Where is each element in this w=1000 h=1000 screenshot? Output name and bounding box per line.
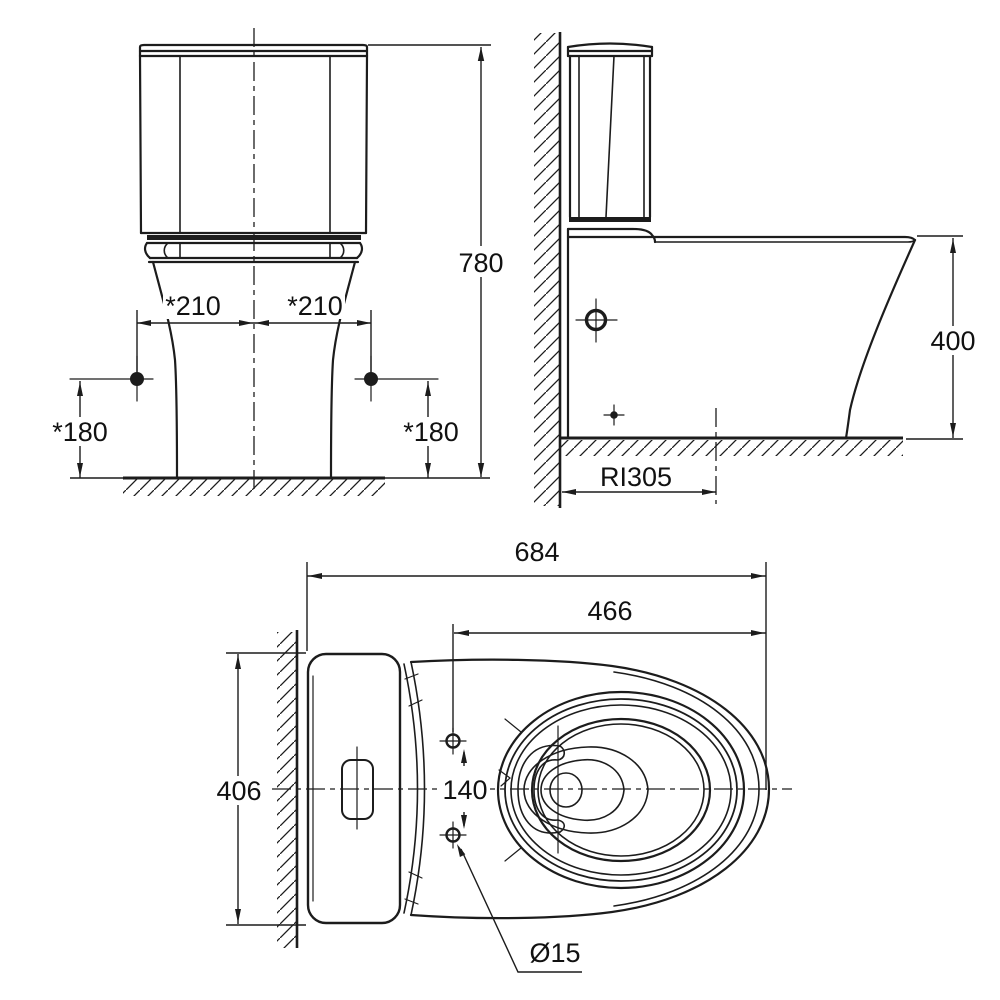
plan-fixing-holes — [439, 727, 467, 849]
dim-rough-in: RI305 — [562, 462, 716, 495]
plan-lid-outline — [409, 658, 771, 920]
front-view: 780 *210 *210 *180 *180 — [51, 28, 506, 496]
dim-rim-height: 400 — [906, 235, 978, 440]
dim-fixing-offset-right-label: *210 — [287, 291, 343, 321]
side-view: 400 RI305 — [534, 32, 978, 508]
front-seat — [143, 241, 364, 264]
front-seat-hinge-band — [147, 235, 361, 240]
dim-fixing-diameter: Ø15 — [457, 844, 582, 973]
side-bowl — [566, 227, 917, 440]
dim-fixing-offsets: *210 *210 — [136, 291, 372, 372]
dim-fixing-offset-left-label: *210 — [165, 291, 221, 321]
dim-fixing-height-right-label: *180 — [403, 417, 459, 447]
dim-fixing-spacing: 140 — [440, 749, 490, 829]
plan-view: 684 466 406 140 — [210, 537, 792, 973]
side-tank — [566, 42, 654, 222]
dim-fixing-heights: *180 *180 — [51, 381, 460, 478]
dim-depth-to-fixings: 466 — [452, 596, 766, 732]
dim-fixing-spacing-label: 140 — [442, 775, 487, 805]
dim-overall-height: 780 — [368, 44, 506, 477]
front-floor — [70, 476, 490, 496]
front-tank — [138, 43, 369, 240]
plan-hinge-band — [403, 661, 426, 916]
front-pedestal — [151, 260, 357, 480]
dim-overall-depth: 684 — [306, 537, 767, 790]
dim-overall-depth-label: 684 — [514, 537, 559, 567]
plan-bowl-detail — [517, 725, 649, 854]
dim-fixing-height-left-label: *180 — [52, 417, 108, 447]
dim-depth-to-fixings-label: 466 — [587, 596, 632, 626]
side-fixing-marker — [603, 404, 625, 426]
side-seat-hinge-band — [569, 217, 651, 222]
dim-fixing-diameter-label: Ø15 — [529, 938, 580, 968]
dim-rough-in-label: RI305 — [600, 462, 672, 492]
dim-overall-width-label: 406 — [216, 776, 261, 806]
dim-overall-height-label: 780 — [458, 248, 503, 278]
dim-rim-height-label: 400 — [930, 326, 975, 356]
plan-tank — [306, 652, 402, 925]
plan-seat-rings — [496, 690, 746, 890]
water-inlet-marker — [575, 298, 618, 343]
side-floor — [560, 436, 903, 456]
front-fixing-markers — [69, 355, 439, 402]
dim-overall-width: 406 — [210, 652, 306, 926]
side-wall — [534, 32, 562, 508]
